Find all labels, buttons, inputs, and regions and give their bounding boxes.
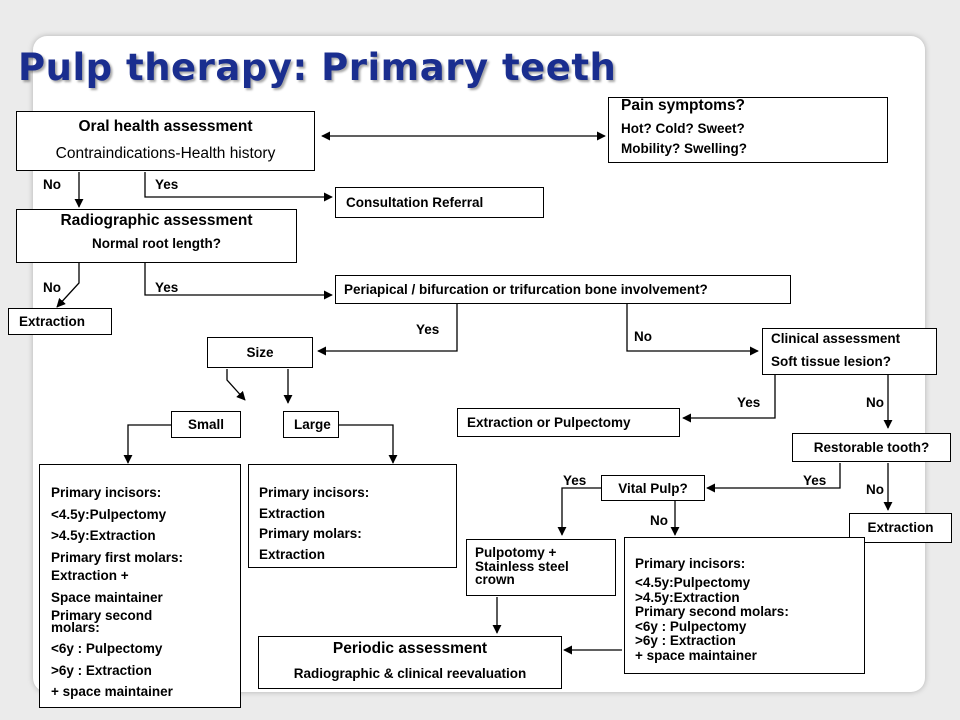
- radiographic-assessment-question: Normal root length?: [92, 235, 221, 251]
- small-treatment-line: <4.5y:Pulpectomy: [51, 506, 167, 522]
- small-treatment-line: + space maintainer: [51, 684, 173, 700]
- oral-health-assessment-title: Oral health assessment: [78, 118, 253, 135]
- small-treatment-line: <6y : Pulpectomy: [51, 641, 163, 657]
- label-yes-vital: Yes: [563, 473, 587, 488]
- label-yes-clinical: Yes: [737, 395, 761, 410]
- small-text: Small: [187, 417, 225, 432]
- vital-pulp-text: Vital Pulp?: [618, 481, 688, 496]
- label-yes-radio: Yes: [155, 280, 179, 295]
- clinical-assessment-box: Clinical assessment Soft tissue lesion?: [762, 328, 937, 375]
- small-treatment-box: Primary incisors: <4.5y:Pulpectomy >4.5y…: [39, 464, 241, 708]
- large-treatment-line: Primary incisors:: [259, 485, 370, 500]
- extraction-text-1: Extraction: [19, 314, 86, 329]
- nonvital-treatment-box: Primary incisors: <4.5y:Pulpectomy >4.5y…: [624, 537, 865, 674]
- nonvital-treatment-line: >6y : Extraction: [635, 633, 736, 649]
- arrow-large-box: [339, 424, 398, 464]
- small-treatment-line: >6y : Extraction: [51, 662, 152, 678]
- small-treatment-line: Primary incisors:: [51, 485, 162, 500]
- extraction-text-2: Extraction: [867, 520, 934, 535]
- nonvital-treatment-line: <4.5y:Pulpectomy: [635, 575, 751, 591]
- pulpotomy-line: Stainless steel: [475, 558, 569, 574]
- large-treatment-line: Extraction: [259, 505, 326, 521]
- nonvital-treatment-line: <6y : Pulpectomy: [635, 618, 747, 634]
- nonvital-treatment-line: Primary second molars:: [635, 604, 789, 620]
- oral-health-assessment-box: Oral health assessment Contraindications…: [16, 111, 315, 171]
- pulpotomy-line: crown: [475, 572, 515, 587]
- nonvital-treatment-line: Primary incisors:: [635, 556, 746, 571]
- periodic-assessment-subtitle: Radiographic & clinical reevaluation: [293, 665, 527, 681]
- arrow-size-small: [226, 369, 246, 401]
- large-treatment-line: Extraction: [259, 546, 326, 562]
- pain-symptoms-line2: Hot? Cold? Sweet?: [621, 120, 745, 136]
- consultation-referral-box: Consultation Referral: [335, 187, 544, 218]
- label-no-periapical: No: [634, 329, 652, 344]
- arrow-vital-yes: [557, 487, 601, 536]
- arrow-oral-yes: [144, 172, 333, 202]
- large-text: Large: [294, 417, 331, 432]
- small-treatment-line: Primary second: [51, 608, 153, 624]
- large-treatment-line: Primary molars:: [259, 526, 362, 542]
- small-treatment-line: Extraction +: [51, 568, 129, 584]
- radiographic-assessment-box: Radiographic assessment Normal root leng…: [16, 209, 297, 263]
- nonvital-treatment-line: >4.5y:Extraction: [635, 589, 740, 605]
- label-no-radio: No: [43, 280, 61, 295]
- label-no-restorable: No: [866, 482, 884, 497]
- small-treatment-line: Space maintainer: [51, 589, 163, 605]
- restorable-tooth-text: Restorable tooth?: [813, 440, 930, 455]
- pulpotomy-line: Pulpotomy +: [475, 545, 557, 560]
- arrow-clinical-yes: [682, 375, 776, 423]
- small-treatment-line: Primary first molars:: [51, 549, 184, 565]
- clinical-assessment-question: Soft tissue lesion?: [771, 353, 892, 369]
- extraction-box-2: Extraction: [849, 513, 952, 543]
- label-yes-periapical: Yes: [416, 322, 440, 337]
- vital-pulp-box: Vital Pulp?: [601, 475, 705, 501]
- restorable-tooth-box: Restorable tooth?: [792, 433, 951, 462]
- pulpotomy-box: Pulpotomy + Stainless steel crown: [466, 539, 616, 596]
- periodic-assessment-title: Periodic assessment: [332, 640, 488, 657]
- size-box: Size: [207, 337, 313, 368]
- large-treatment-box: Primary incisors: Extraction Primary mol…: [248, 464, 457, 568]
- extraction-box-1: Extraction: [8, 308, 112, 335]
- arrow-periapical-yes: [317, 304, 458, 356]
- periapical-involvement-box: Periapical / bifurcation or trifurcation…: [335, 275, 791, 304]
- arrow-small-box: [123, 424, 171, 464]
- large-box: Large: [283, 411, 339, 438]
- clinical-assessment-title: Clinical assessment: [771, 331, 901, 346]
- small-box: Small: [171, 411, 241, 438]
- label-yes-restorable: Yes: [803, 473, 827, 488]
- pain-symptoms-line3: Mobility? Swelling?: [621, 141, 747, 157]
- periapical-involvement-text: Periapical / bifurcation or trifurcation…: [344, 282, 708, 297]
- extraction-or-pulpectomy-text: Extraction or Pulpectomy: [467, 415, 631, 430]
- pain-symptoms-title: Pain symptoms?: [621, 97, 746, 114]
- label-no-oral: No: [43, 177, 61, 192]
- arrow-radio-no: [56, 263, 80, 308]
- arrow-radio-yes: [144, 263, 333, 300]
- small-treatment-line: molars:: [51, 619, 100, 635]
- size-text: Size: [246, 345, 274, 360]
- contraindications-text: Contraindications-Health history: [55, 144, 276, 162]
- radiographic-assessment-title: Radiographic assessment: [60, 212, 253, 229]
- small-treatment-line: >4.5y:Extraction: [51, 528, 156, 544]
- pain-symptoms-box: Pain symptoms? Hot? Cold? Sweet? Mobilit…: [608, 97, 888, 163]
- slide-title: Pulp therapy: Primary teeth: [18, 46, 617, 89]
- label-no-clinical: No: [866, 395, 884, 410]
- periodic-assessment-box: Periodic assessment Radiographic & clini…: [258, 636, 562, 689]
- arrow-periapical-no: [626, 304, 759, 356]
- label-yes-oral: Yes: [155, 177, 179, 192]
- nonvital-treatment-line: + space maintainer: [635, 647, 757, 663]
- arrow-restorable-yes: [706, 463, 841, 493]
- extraction-or-pulpectomy-box: Extraction or Pulpectomy: [457, 408, 680, 437]
- label-no-vital: No: [650, 513, 668, 528]
- consultation-referral-text: Consultation Referral: [346, 195, 484, 210]
